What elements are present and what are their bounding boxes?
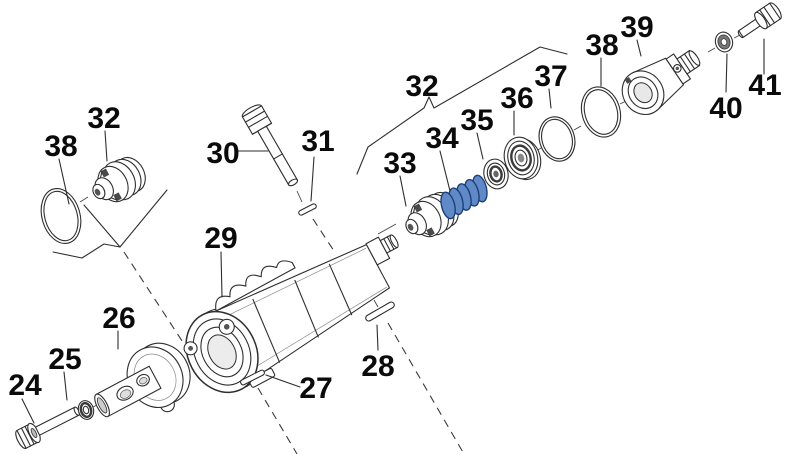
label-41: 41 [748,69,781,102]
cap-rim-notch [624,76,632,84]
bracket-kit-32-right [356,46,568,175]
leader-24 [21,398,35,424]
leader-37 [548,88,552,109]
leader-25 [63,371,68,401]
leader-39 [636,39,642,57]
part-40-washer [714,31,734,53]
part-38-o-ring-left [40,188,82,244]
part-34-spring [440,174,488,220]
dashed-axis-bolt30 [312,218,337,255]
leader-31 [310,156,315,202]
leader-40 [725,53,728,93]
leader-38-left [58,158,70,205]
leader-32-left [104,130,108,162]
label-28: 28 [361,350,394,383]
label-32-left: 32 [87,102,120,135]
label-38-left: 38 [44,130,77,163]
leader-lines [21,38,765,424]
dashed-axis-pin27 [257,387,298,454]
leader-27 [265,374,301,388]
dashed-axis-left-valve [123,251,187,348]
label-35: 35 [460,104,493,137]
label-32-right: 32 [405,70,438,103]
bracket-lines [52,46,568,259]
label-30: 30 [206,137,239,170]
part-31-pin [298,203,317,216]
leader-34 [439,150,451,192]
part-30-bolt [241,104,299,187]
label-39: 39 [620,11,653,44]
part-38-o-ring-right [580,86,622,138]
part-32-valve-assembly-left [84,150,153,213]
dashed-axis-pin28 [387,322,465,454]
dashed-axis-lines [123,218,465,454]
part-25-washer [77,400,95,420]
label-25: 25 [48,343,81,376]
part-28-pin [365,301,395,322]
part-39-valve-cap [621,50,701,116]
leader-28 [376,324,379,351]
leader-33 [399,175,407,207]
label-24: 24 [8,369,42,402]
label-29: 29 [204,222,237,255]
part-24-bolt [15,406,81,449]
label-37: 37 [534,60,567,93]
label-40: 40 [709,92,742,125]
leader-35 [476,132,484,160]
part-41-bolt [737,2,782,39]
label-34: 34 [425,122,459,155]
bracket-kit-32-left [52,243,121,259]
part-labels: 24 25 26 27 28 29 30 31 32 38 32 33 34 3… [8,11,781,405]
label-33: 33 [383,147,416,180]
part-37-o-ring [538,116,576,162]
label-36: 36 [500,82,533,115]
part-29-manifold [183,234,399,394]
label-27: 27 [299,372,332,405]
part-26-inlet-fitting [94,342,191,418]
label-38-right: 38 [585,29,618,62]
part-27-pin [240,369,265,386]
label-31: 31 [301,125,334,158]
label-26: 26 [102,302,135,335]
part-36-valve-seat [503,136,542,181]
leader-29 [220,251,223,298]
part-35-washer [483,158,509,190]
